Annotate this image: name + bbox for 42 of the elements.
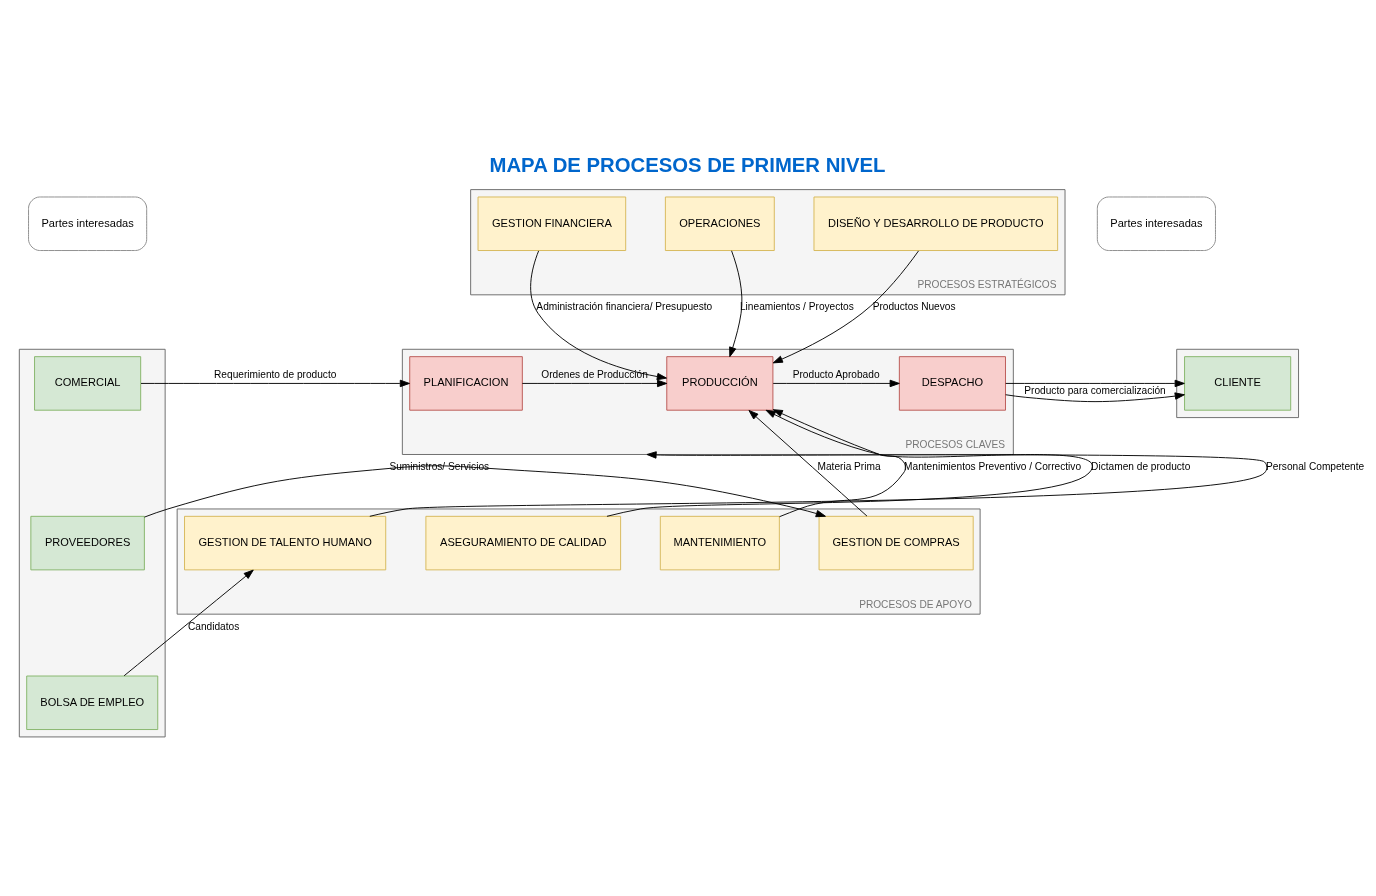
arrow (530, 249, 667, 380)
arrow (729, 249, 743, 357)
node-box: DESPACHO (898, 355, 1006, 411)
arrow (748, 409, 868, 517)
arrow (140, 379, 410, 387)
arrow (772, 379, 900, 387)
arrow (123, 569, 254, 676)
node-box: PLANIFICACION (409, 355, 523, 411)
arrow (521, 379, 668, 387)
edge-label: Requerimiento de producto (214, 368, 337, 380)
arrow (1005, 379, 1185, 402)
arrow (772, 249, 919, 363)
diagram-title: MAPA DE PROCESOS DE PRIMER NIVEL (489, 153, 886, 176)
edge-label: Personal Competente (1266, 460, 1365, 472)
edge-label: Mantenimientos Preventivo / Correctivo (904, 460, 1082, 472)
node-box: GESTION DE COMPRAS (818, 515, 974, 570)
arrow (369, 450, 1268, 517)
node-box: MANTENIMIENTO (659, 515, 780, 570)
node-box: PRODUCCIÓN (666, 355, 774, 411)
node-box: OPERACIONES (664, 196, 775, 251)
node-box: Partes interesadas (28, 196, 148, 251)
edge-label: Producto Aprobado (792, 368, 880, 380)
cluster (18, 348, 166, 737)
arrow (144, 464, 826, 518)
node-box: GESTION FINANCIERA (477, 196, 627, 251)
node-box: ASEGURAMIENTO DE CALIDAD (425, 515, 622, 570)
edge-label: Ordenes de Producción (541, 368, 648, 380)
arrow (772, 408, 907, 517)
node-box: CLIENTE (1184, 355, 1292, 411)
node-box: BOLSA DE EMPLEO (26, 675, 159, 730)
node-box: COMERCIAL (34, 355, 142, 411)
edge-label: Administración financiera/ Presupuesto (536, 300, 713, 312)
node-box: DISEÑO Y DESARROLLO DE PRODUCTO (813, 196, 1059, 251)
edge-label: Dictamen de producto (1091, 460, 1191, 472)
edge-label: Producto para comercialización (1024, 384, 1166, 396)
edge-label: Materia Prima (817, 460, 881, 472)
edge-label: Productos Nuevos (872, 300, 956, 312)
node-box: Partes interesadas (1096, 196, 1216, 251)
node-box: PROVEEDORES (30, 515, 145, 570)
node-box: GESTION DE TALENTO HUMANO (184, 515, 387, 570)
edge-label: Candidatos (187, 620, 240, 632)
arrow (606, 409, 1093, 517)
